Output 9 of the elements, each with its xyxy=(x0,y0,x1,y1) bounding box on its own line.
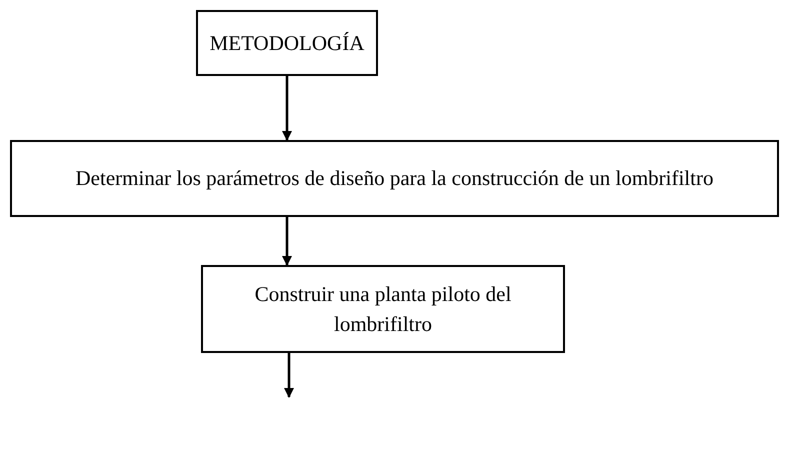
arrow xyxy=(282,76,292,141)
process-box xyxy=(10,140,779,217)
arrow xyxy=(282,217,292,266)
box-text: Construir una planta piloto del lombrifiltro xyxy=(254,280,512,338)
box-text: Determinar los parámetros de diseño para la construcción de un lombrifiltro xyxy=(76,165,714,192)
process-box xyxy=(201,265,565,353)
box-text: METODOLOGÍA xyxy=(210,30,364,57)
arrow xyxy=(284,353,294,398)
process-box xyxy=(196,10,378,76)
